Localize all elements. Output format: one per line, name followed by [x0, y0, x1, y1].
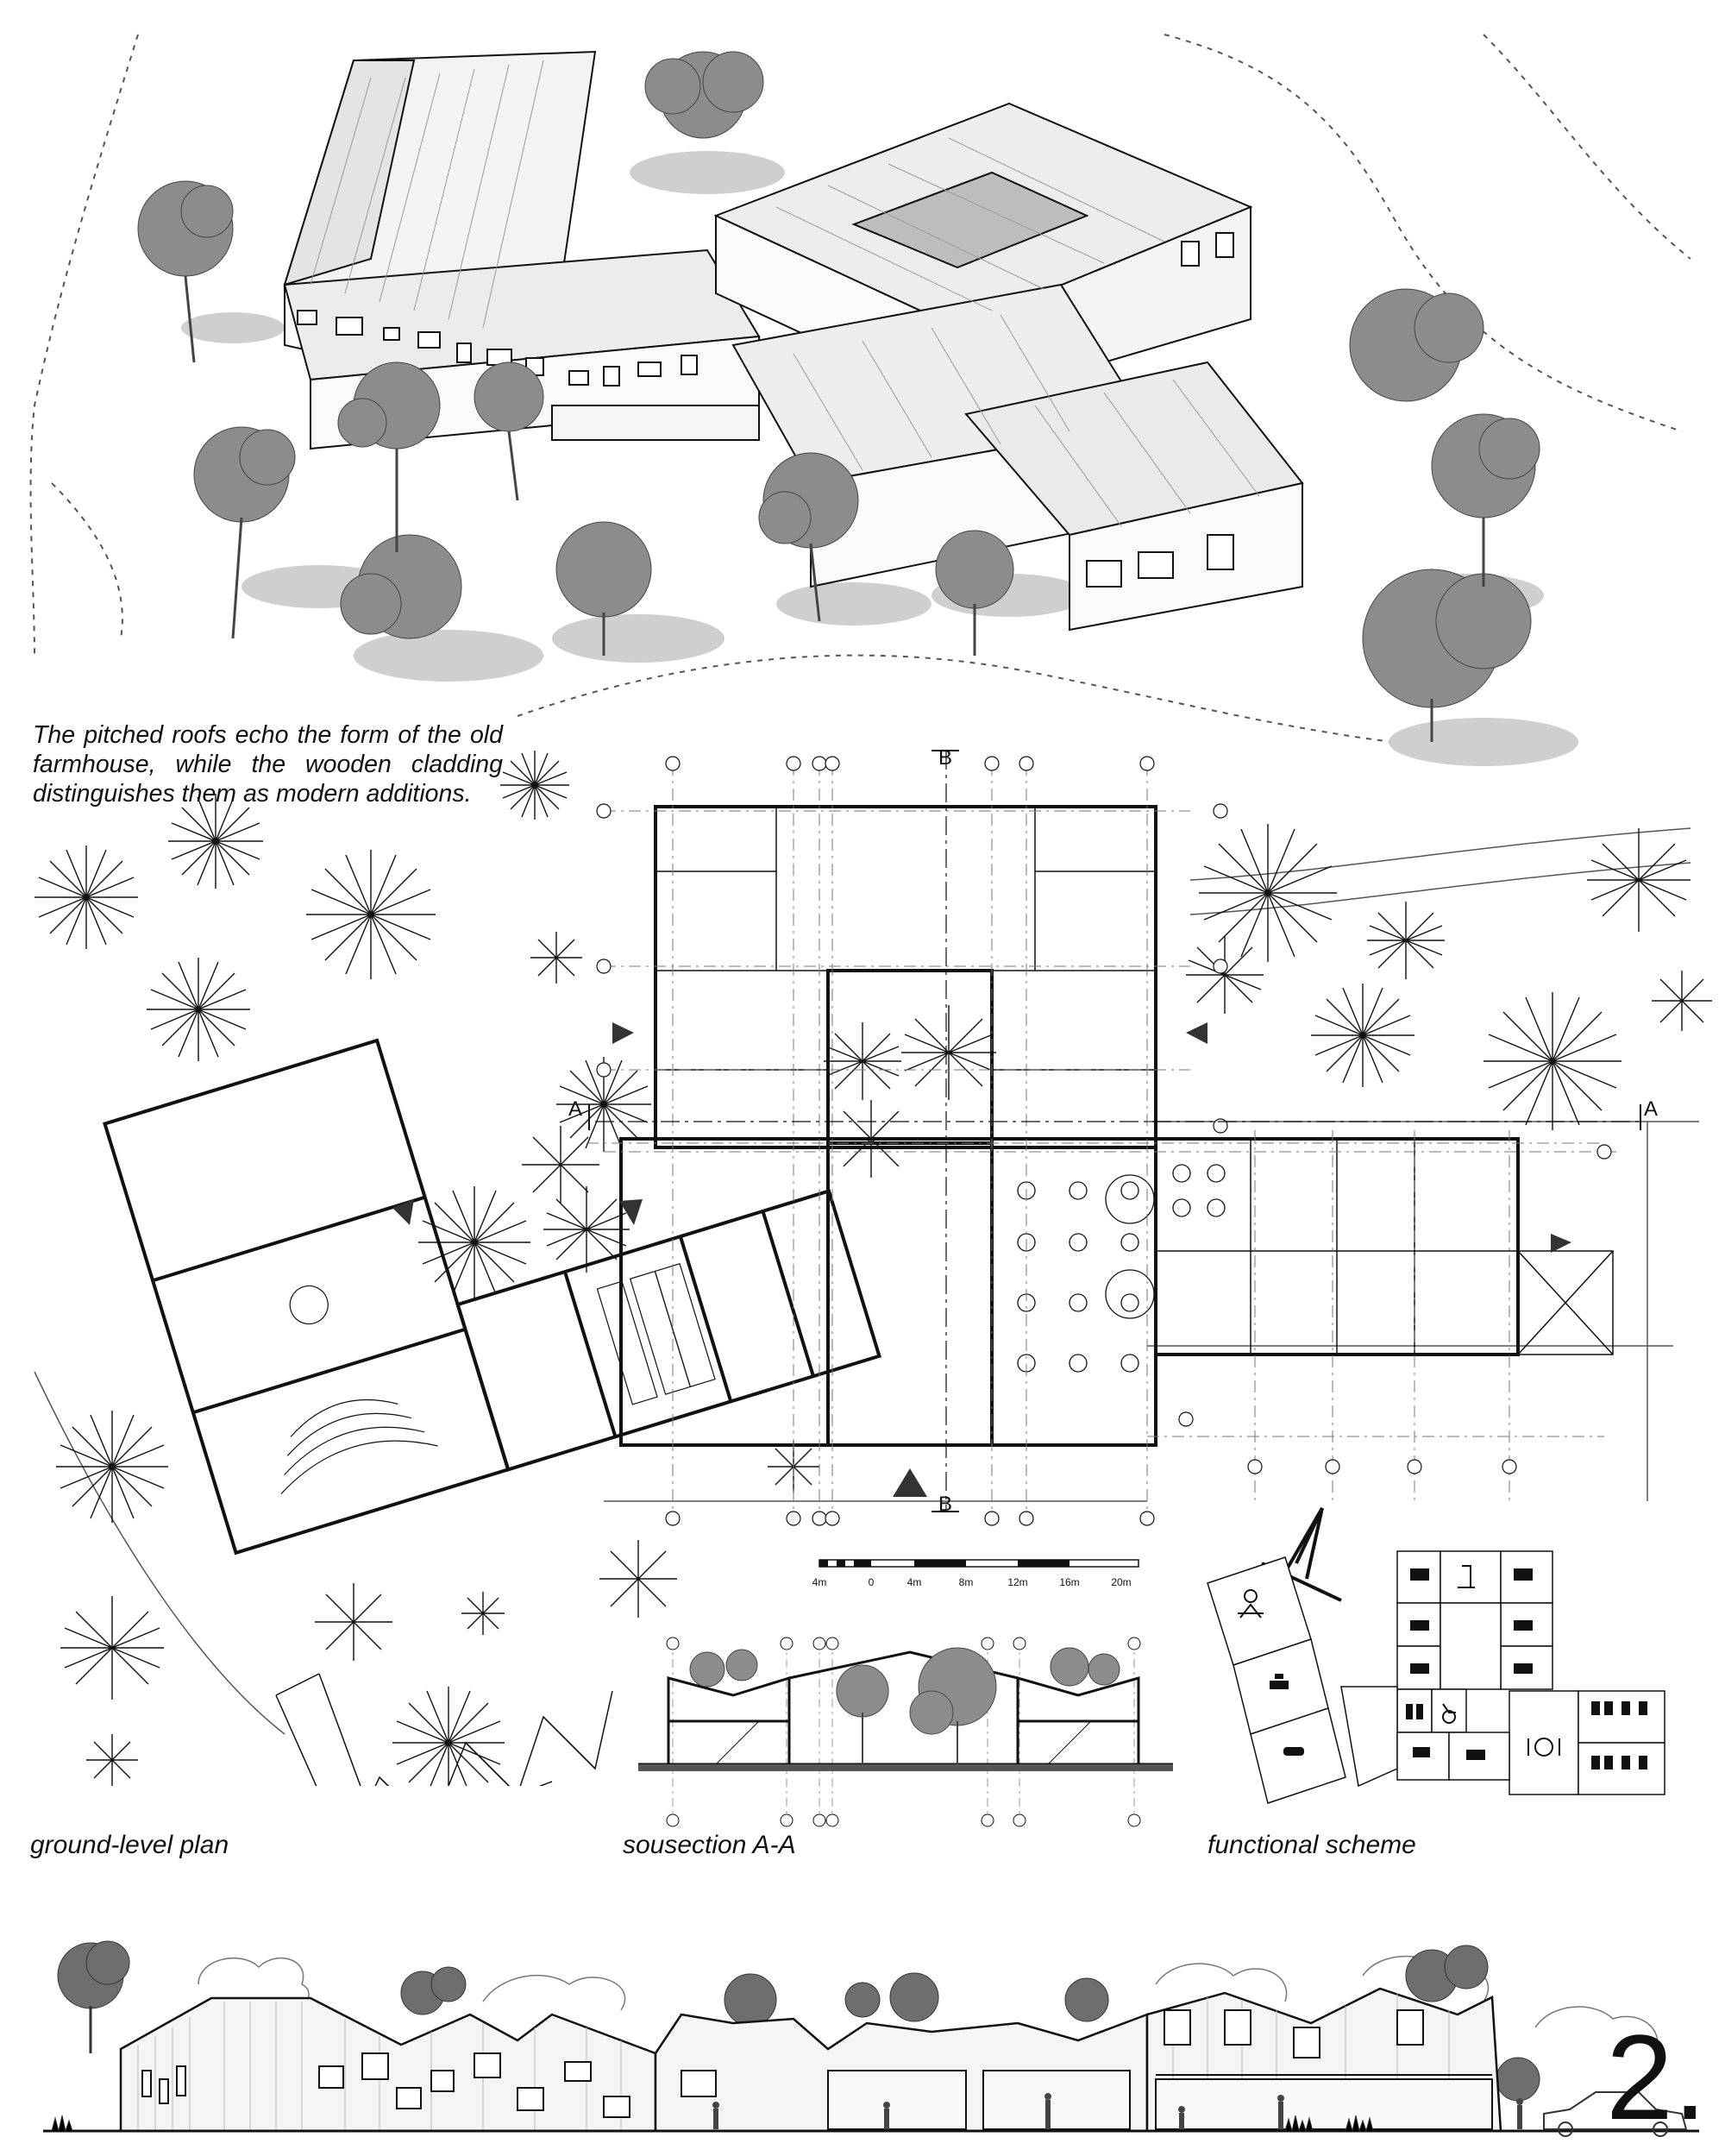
scale-bar-label: 8m [959, 1576, 974, 1588]
bed-icon [1270, 1568, 1533, 1760]
tree-icon [689, 1647, 1120, 1735]
scale-bar-label: 20m [1111, 1576, 1131, 1588]
car-icon [1543, 2091, 1688, 2137]
dining-icon [1458, 1565, 1560, 1757]
accessibility-icon [1442, 1703, 1456, 1724]
yoga-icon [1238, 1589, 1264, 1619]
section-mark-a-right: A [1644, 1097, 1659, 1121]
bathroom-icon [1406, 1701, 1647, 1769]
axonometric-view [29, 34, 1691, 766]
section-mark-b-top: B [938, 746, 953, 770]
section-a-a [638, 1637, 1173, 1827]
section-caption: sousection A-A [623, 1831, 796, 1859]
scale-bar-label: 0 [869, 1576, 875, 1588]
ground-level-plan [34, 750, 1712, 1786]
sheet-number: 2. [1606, 2009, 1707, 2145]
intro-text: The pitched roofs echo the form of the o… [33, 721, 503, 808]
scale-bar-label: 16m [1059, 1576, 1079, 1588]
section-mark-a-left: A [568, 1097, 583, 1121]
scheme-caption: functional scheme [1208, 1831, 1416, 1859]
plan-caption: ground-level plan [30, 1831, 229, 1859]
tree-icon [137, 51, 1540, 708]
section-mark-b-bottom: B [938, 1493, 953, 1516]
section-arrow-icon [392, 1022, 1571, 1497]
functional-scheme [1207, 1550, 1665, 1804]
person-figure-icon [712, 2093, 1523, 2129]
scale-bar-label: 12m [1007, 1576, 1027, 1588]
scale-bar-label: 4m [907, 1576, 922, 1588]
scale-bar: 4m 0 4m 8m 12m 16m 20m [812, 1559, 1139, 1588]
tree-icon [57, 1940, 1540, 2102]
south-elevation [43, 1940, 1699, 2137]
scale-bar-label: 4m [812, 1576, 827, 1588]
